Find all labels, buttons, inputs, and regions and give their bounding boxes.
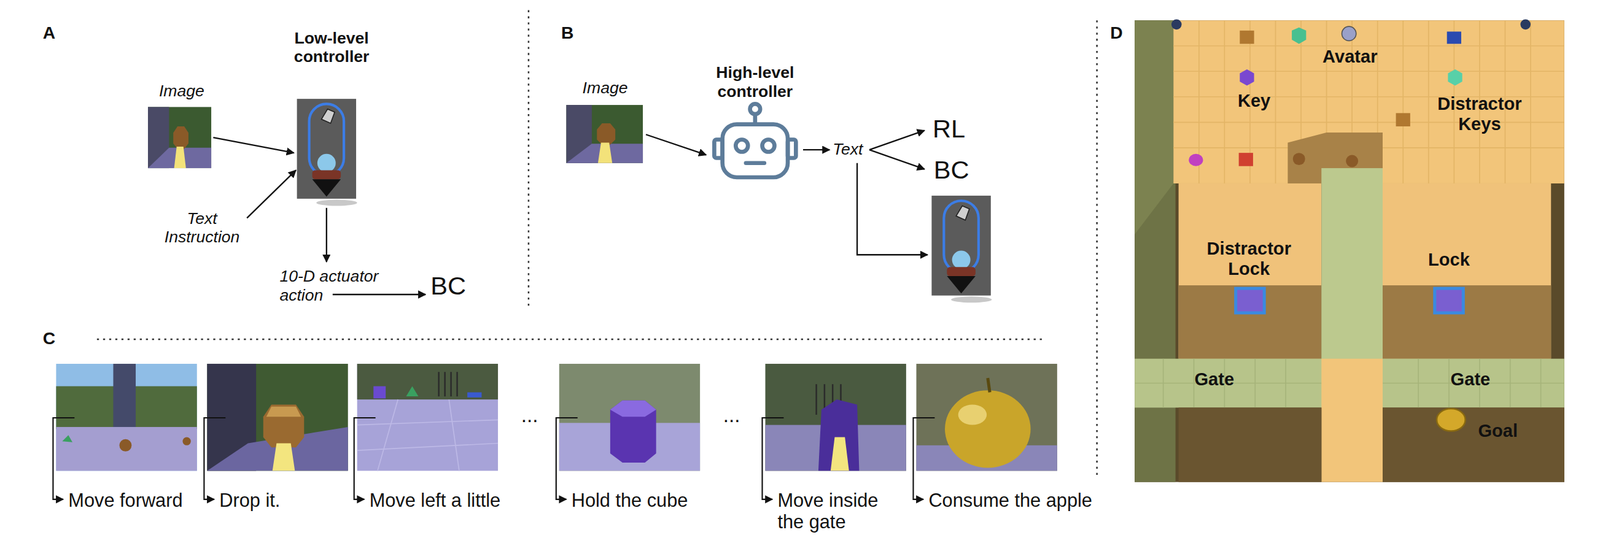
output-label: 10-D actuator action [279,267,400,305]
ellipsis: ... [521,403,539,428]
panel-letter: B [561,22,574,43]
instruction-caption: Move forward [68,489,183,512]
output-label: Text [832,139,863,160]
map-label: Distractor Keys [1430,93,1529,136]
instruction-caption: Hold the cube [571,489,689,512]
controller-title: High-level controller [706,63,804,101]
instruction-caption: Move left a little [369,489,501,512]
instruction-caption: Drop it. [219,489,280,512]
instruction-caption: Consume the apple [928,489,1093,512]
input-label: Text Instruction [155,209,249,247]
panel-letter: A [42,22,56,43]
controller-title: Low-level controller [283,28,381,67]
map-label: Lock [1428,249,1470,271]
map-label: Avatar [1322,46,1378,67]
method-label: RL [932,114,966,144]
map-label: Key [1237,90,1271,112]
instruction-caption: Move inside the gate [777,489,888,534]
map-label: Gate [1450,369,1491,390]
map-label: Distractor Lock [1200,238,1299,280]
map-label: Goal [1477,421,1518,442]
method-label: BC [933,155,970,185]
panel-letter: C [42,328,56,349]
method-label: BC [430,271,467,301]
input-label: Image [582,78,629,98]
panel-letter: D [1110,22,1123,43]
ellipsis: ... [723,403,741,428]
input-label: Image [159,81,205,101]
map-label: Gate [1194,369,1235,390]
